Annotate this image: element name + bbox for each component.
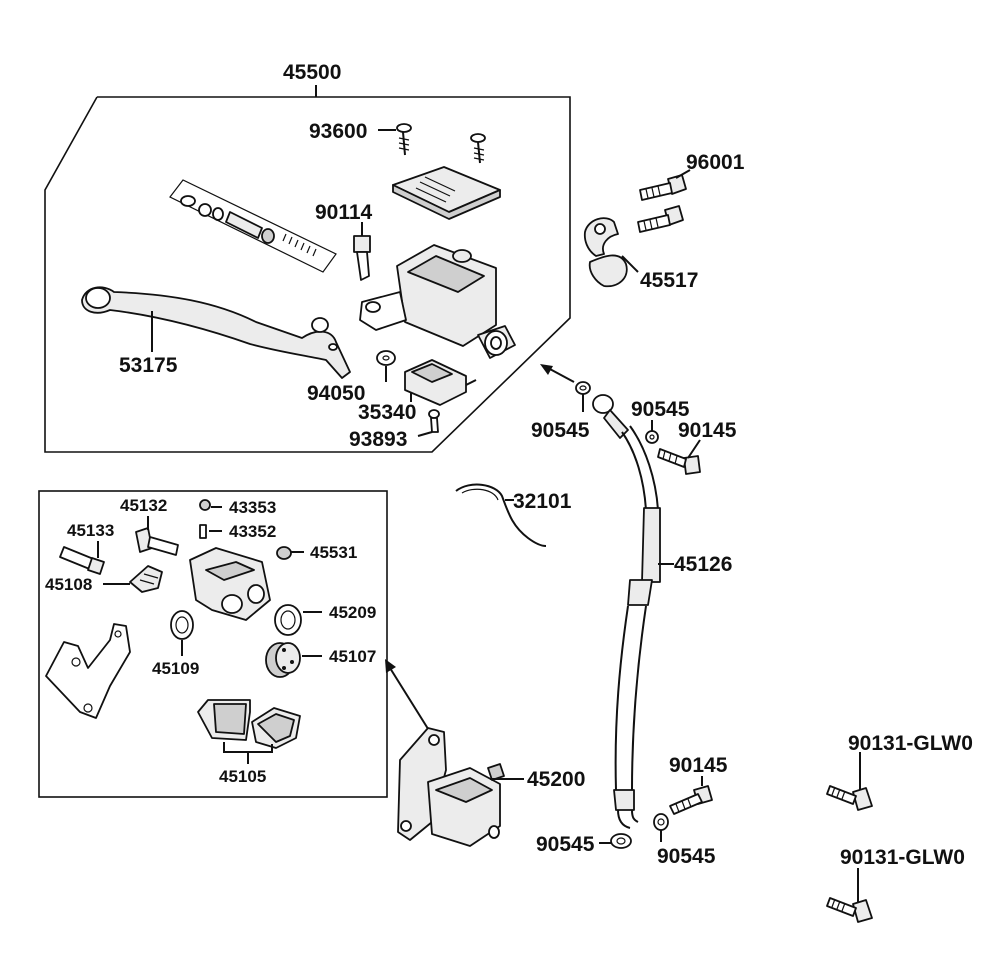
master-cylinder-body-part	[359, 244, 516, 359]
label-45132: 45132	[120, 496, 167, 515]
brake-hose-45126-part: 45126	[592, 394, 732, 829]
label-90545-c: 90545	[536, 833, 595, 856]
label-53175: 53175	[119, 354, 178, 377]
label-90114: 90114	[315, 201, 373, 224]
washer-90545-top-left: 90545	[531, 381, 591, 442]
boot-45531-part: 45531	[276, 543, 357, 562]
bolt-96001-part: 96001	[637, 151, 745, 233]
label-45108: 45108	[45, 575, 92, 594]
seal-45209-part: 45209	[274, 603, 376, 636]
bolt-90114-part: 90114	[315, 201, 373, 281]
pads-45105-part: 45105	[197, 699, 301, 786]
bleeder-cap-43353-part: 43353	[199, 498, 276, 517]
bolt-90145-top: 90145	[657, 419, 737, 475]
label-45126: 45126	[674, 553, 732, 576]
washer-90545-top-right: 90545	[631, 398, 690, 444]
label-45209: 45209	[329, 603, 376, 622]
piston-45107-part: 45107	[265, 642, 376, 678]
washer-90545-bottom-left: 90545	[536, 833, 632, 856]
label-45109: 45109	[152, 659, 199, 678]
bolt-90131-glw0-top: 90131-GLW0	[826, 732, 973, 811]
label-90131-glw0-b: 90131-GLW0	[840, 846, 965, 869]
pin-45132-part: 45132	[120, 496, 179, 556]
switch-35340-part: 35340	[358, 359, 477, 424]
wire-32101-part: 32101	[455, 483, 572, 547]
pin-45133-part: 45133	[59, 521, 114, 575]
label-90545-a: 90545	[531, 419, 590, 442]
label-45105: 45105	[219, 767, 266, 786]
label-45107: 45107	[329, 647, 376, 666]
label-45517: 45517	[640, 269, 698, 292]
label-45500: 45500	[283, 61, 341, 84]
label-90145-a: 90145	[678, 419, 737, 442]
caliper-body-part	[189, 547, 271, 621]
holder-45517-part: 45517	[583, 217, 698, 292]
master-cylinder-frame: 45500	[44, 61, 571, 453]
bolt-90131-glw0-bottom: 90131-GLW0	[826, 846, 965, 923]
label-90545-d: 90545	[657, 845, 716, 868]
label-43352: 43352	[229, 522, 276, 541]
bracket-part	[45, 623, 131, 719]
bolt-90145-bottom: 90145	[669, 754, 728, 815]
label-93893: 93893	[349, 428, 407, 451]
label-96001: 96001	[686, 151, 745, 174]
caliper-45200-part: 45200	[397, 727, 585, 847]
spring-45108-part: 45108	[45, 565, 163, 594]
label-35340: 35340	[358, 401, 416, 424]
caliper-parts-frame	[38, 490, 388, 798]
label-43353: 43353	[229, 498, 276, 517]
label-45133: 45133	[67, 521, 114, 540]
screw-93600-part: 93600	[309, 120, 486, 164]
label-90145-b: 90145	[669, 754, 728, 777]
label-45531: 45531	[310, 543, 357, 562]
arrow-to-caliper-frame	[385, 659, 431, 733]
screw-93893-part: 93893	[349, 409, 440, 451]
piston-kit-part	[169, 179, 337, 273]
label-93600: 93600	[309, 120, 367, 143]
label-94050: 94050	[307, 382, 365, 405]
label-32101: 32101	[513, 490, 572, 513]
washer-90545-bottom-right: 90545	[653, 813, 716, 868]
label-90131-glw0-a: 90131-GLW0	[848, 732, 973, 755]
bleeder-43352-part: 43352	[199, 522, 276, 541]
arrow-to-master-cylinder	[540, 364, 575, 383]
washer-94050-part: 94050	[307, 350, 396, 405]
label-90545-b: 90545	[631, 398, 690, 421]
label-45200: 45200	[527, 768, 585, 791]
lever-53175-part: 53175	[81, 286, 351, 379]
seal-45109-part: 45109	[152, 610, 199, 678]
reservoir-cap-part	[392, 166, 501, 220]
